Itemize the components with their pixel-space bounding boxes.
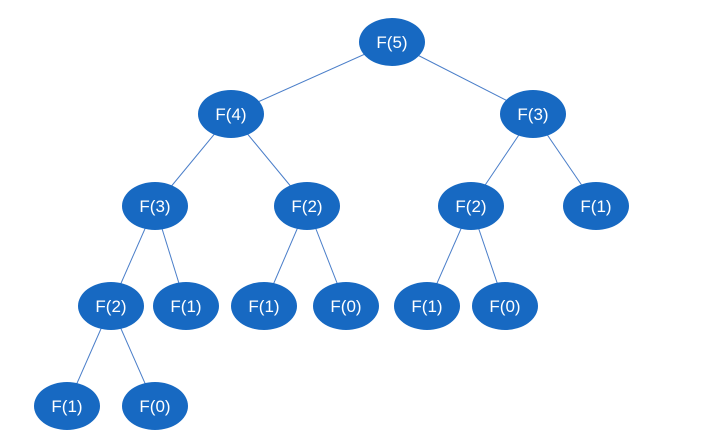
tree-node-n13: F(0) (472, 282, 538, 330)
tree-node-shape (359, 18, 425, 66)
tree-node-shape (472, 282, 538, 330)
tree-node-label: F(0) (330, 297, 361, 316)
tree-node-shape (394, 282, 460, 330)
tree-node-label: F(4) (215, 105, 246, 124)
tree-node-label: F(1) (411, 297, 442, 316)
tree-node-shape (563, 182, 629, 230)
tree-node-label: F(1) (51, 397, 82, 416)
tree-node-shape (313, 282, 379, 330)
tree-node-shape (122, 182, 188, 230)
tree-node-label: F(2) (455, 197, 486, 216)
tree-node-n14: F(1) (34, 382, 100, 430)
tree-node-shape (231, 282, 297, 330)
tree-node-shape (78, 282, 144, 330)
tree-node-n5: F(2) (274, 182, 340, 230)
tree-node-label: F(0) (489, 297, 520, 316)
nodes-layer: F(5) F(4) F(3) F(3) F(2) F(2) F(1) F(2) F(1) F(1)… (34, 18, 629, 430)
tree-node-shape (122, 382, 188, 430)
tree-node-shape (153, 282, 219, 330)
tree-node-label: F(0) (139, 397, 170, 416)
tree-node-n2: F(4) (198, 90, 264, 138)
tree-node-label: F(1) (248, 297, 279, 316)
tree-node-n7: F(1) (563, 182, 629, 230)
tree-node-n11: F(0) (313, 282, 379, 330)
tree-node-n3: F(3) (500, 90, 566, 138)
tree-node-n10: F(1) (231, 282, 297, 330)
tree-node-n1: F(5) (359, 18, 425, 66)
tree-node-label: F(2) (95, 297, 126, 316)
tree-node-label: F(1) (170, 297, 201, 316)
tree-node-shape (198, 90, 264, 138)
tree-node-shape (34, 382, 100, 430)
tree-node-n6: F(2) (438, 182, 504, 230)
tree-node-shape (274, 182, 340, 230)
tree-node-n8: F(2) (78, 282, 144, 330)
tree-node-label: F(3) (139, 197, 170, 216)
tree-node-label: F(3) (517, 105, 548, 124)
tree-node-label: F(1) (580, 197, 611, 216)
tree-node-label: F(2) (291, 197, 322, 216)
tree-node-n9: F(1) (153, 282, 219, 330)
tree-node-shape (500, 90, 566, 138)
tree-node-n15: F(0) (122, 382, 188, 430)
tree-node-n12: F(1) (394, 282, 460, 330)
tree-node-label: F(5) (376, 33, 407, 52)
tree-node-shape (438, 182, 504, 230)
tree-node-n4: F(3) (122, 182, 188, 230)
